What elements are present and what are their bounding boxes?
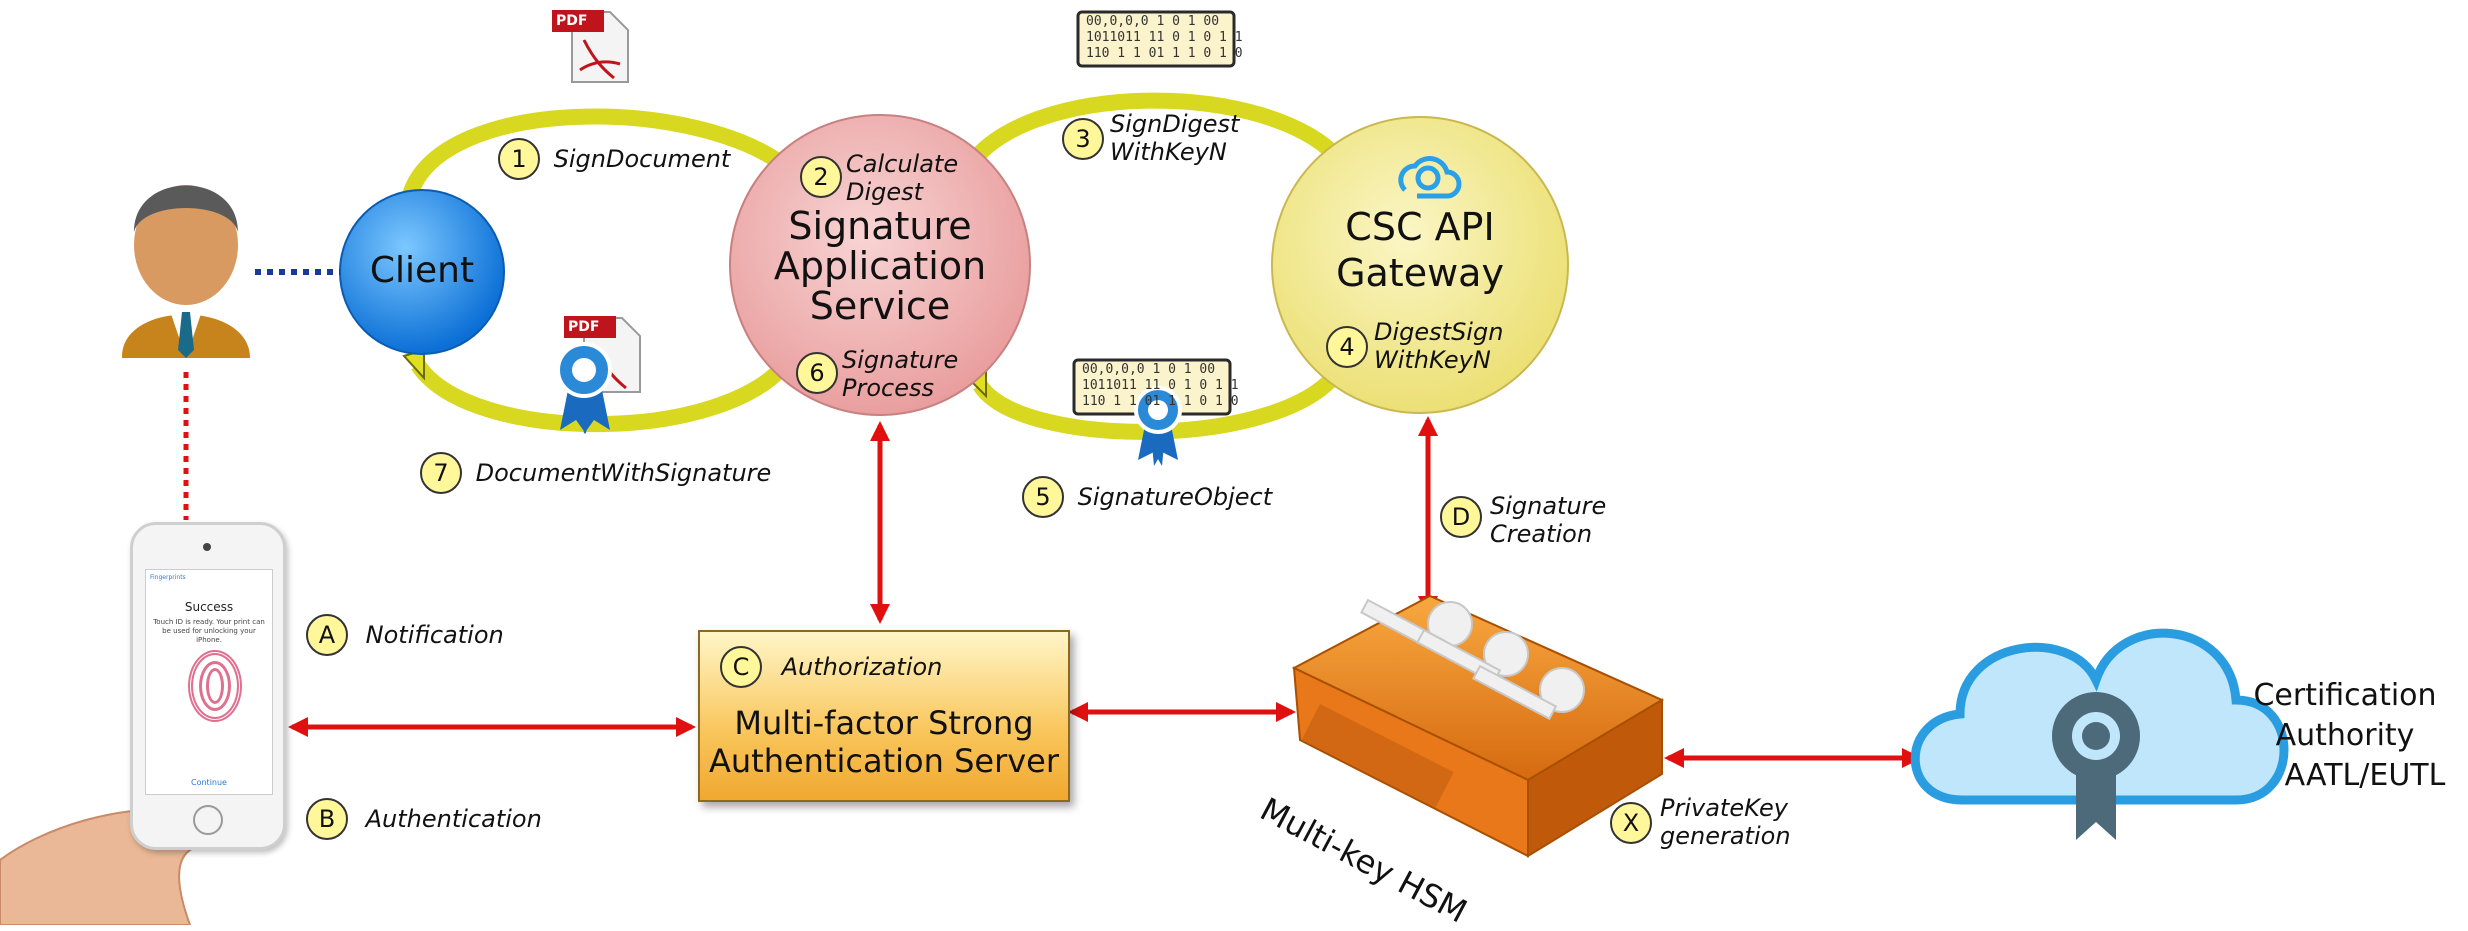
- step-label: DocumentWithSignature: [475, 459, 772, 487]
- phone-home-button: [193, 805, 223, 835]
- phone-camera: [203, 543, 211, 551]
- hsm-icon: [1291, 594, 1665, 858]
- letter-c: C Authorization: [720, 646, 942, 688]
- certificate-cloud-icon: [1910, 628, 2289, 840]
- letter-badge: C: [720, 646, 762, 688]
- binary-row: 110 1 1 01 1 1 0 1 0: [1086, 46, 1243, 61]
- step-label-line: Process: [842, 374, 934, 402]
- binary-row: 110 1 1 01 1 1 0 1 0: [1082, 394, 1239, 409]
- person-icon: [121, 185, 250, 358]
- ca-label: Certification Authority AATL/EUTL: [2240, 676, 2450, 796]
- step-4-label: DigestSign WithKeyN: [1374, 318, 1503, 374]
- ca-label-line: Authority: [2275, 718, 2415, 753]
- binary-row: 1011011 11 0 1 0 1 1: [1086, 30, 1243, 45]
- pdf-label: PDF: [556, 13, 588, 29]
- arrow-signdigest: [963, 92, 1347, 170]
- client-label: Client: [369, 250, 475, 291]
- binary-digest-icon: [1072, 358, 1232, 466]
- step-5: 5 SignatureObject: [1022, 476, 1272, 518]
- binary-digest-icon: [1076, 10, 1236, 68]
- step-3-label: SignDigest WithKeyN: [1110, 110, 1239, 166]
- step-label-line: Digest: [846, 178, 924, 206]
- phone-title: Success: [184, 600, 234, 614]
- letter-badge: D: [1440, 496, 1482, 538]
- auth-server-label-line: Authentication Server: [708, 742, 1059, 780]
- step-label: SignatureObject: [1077, 483, 1273, 511]
- sas-label-line: Service: [809, 284, 951, 328]
- csc-label-line: CSC API: [1345, 205, 1495, 249]
- letter-label-line: Signature: [1490, 492, 1607, 520]
- letter-label: Notification: [365, 621, 504, 649]
- phone-icon: Fingerprints Success Touch ID is ready. …: [130, 522, 286, 850]
- phone-continue-button: Continue: [191, 778, 227, 787]
- auth-server-label: Multi-factor Strong Authentication Serve…: [700, 704, 1068, 780]
- step-badge: 5: [1022, 476, 1064, 518]
- step-badge: 7: [420, 452, 462, 494]
- csc-label: CSC API Gateway: [1290, 204, 1550, 296]
- red-arrows: [288, 416, 1922, 768]
- pdf-icon: [552, 10, 629, 83]
- csc-label-line: Gateway: [1336, 251, 1504, 295]
- letter-badge: B: [306, 798, 348, 840]
- step-badge: 6: [796, 352, 838, 394]
- letter-label-line: PrivateKey: [1660, 794, 1788, 822]
- ca-label-line: Certification: [2253, 678, 2437, 713]
- step-label-line: WithKeyN: [1374, 346, 1491, 374]
- binary-row: 00,0,0,0 1 0 1 00: [1082, 362, 1216, 377]
- letter-b: B Authentication: [306, 798, 542, 840]
- phone-back-link: Fingerprints: [150, 574, 186, 581]
- cloud-icon: [1398, 156, 1462, 199]
- step-label-line: SignDigest: [1110, 110, 1240, 138]
- step-1: 1 SignDocument: [498, 138, 730, 180]
- step-label-line: DigestSign: [1374, 318, 1504, 346]
- fingerprint-icon: [188, 650, 242, 722]
- letter-label: Authorization: [781, 653, 943, 681]
- step-badge: 1: [498, 138, 540, 180]
- step-label-line: WithKeyN: [1110, 138, 1227, 166]
- letter-a: A Notification: [306, 614, 504, 656]
- ca-label-line: AATL/EUTL: [2284, 758, 2446, 793]
- phone-screen: Fingerprints Success Touch ID is ready. …: [145, 569, 273, 795]
- phone-message: Touch ID is ready. Your print can be use…: [153, 618, 265, 644]
- step-2-label: Calculate Digest: [846, 150, 958, 206]
- step-badge: 4: [1326, 326, 1368, 368]
- letter-badge: A: [306, 614, 348, 656]
- auth-server-box: C Authorization Multi-factor Strong Auth…: [698, 630, 1070, 802]
- sas-label-line: Signature: [788, 204, 972, 248]
- ribbon-icon: [556, 342, 612, 434]
- letter-label-line: generation: [1660, 822, 1791, 850]
- sas-label: Signature Application Service: [730, 206, 1030, 326]
- step-label-line: Signature: [842, 346, 959, 374]
- letter-label-line: Creation: [1490, 520, 1593, 548]
- letter-x-label: PrivateKey generation: [1660, 794, 1791, 850]
- auth-server-label-line: Multi-factor Strong: [734, 704, 1034, 742]
- step-7: 7 DocumentWithSignature: [420, 452, 771, 494]
- binary-row: 00,0,0,0 1 0 1 00: [1086, 14, 1220, 29]
- arrow-signdocument: [402, 108, 796, 198]
- binary-text: 00,0,0,0 1 0 1 00 1011011 11 0 1 0 1 1 1…: [1082, 362, 1239, 410]
- letter-label: Authentication: [365, 805, 542, 833]
- step-label: SignDocument: [553, 145, 731, 173]
- step-6-label: Signature Process: [842, 346, 958, 402]
- key-icon: [1360, 598, 1585, 721]
- letter-badge: X: [1610, 802, 1652, 844]
- sas-label-line: Application: [773, 244, 987, 288]
- letter-d-label: Signature Creation: [1490, 492, 1606, 548]
- step-badge: 2: [800, 156, 842, 198]
- binary-row: 1011011 11 0 1 0 1 1: [1082, 378, 1239, 393]
- pdf-label: PDF: [568, 319, 600, 335]
- step-label-line: Calculate: [846, 150, 959, 178]
- step-badge: 3: [1062, 118, 1104, 160]
- binary-text: 00,0,0,0 1 0 1 00 1011011 11 0 1 0 1 1 1…: [1086, 14, 1243, 62]
